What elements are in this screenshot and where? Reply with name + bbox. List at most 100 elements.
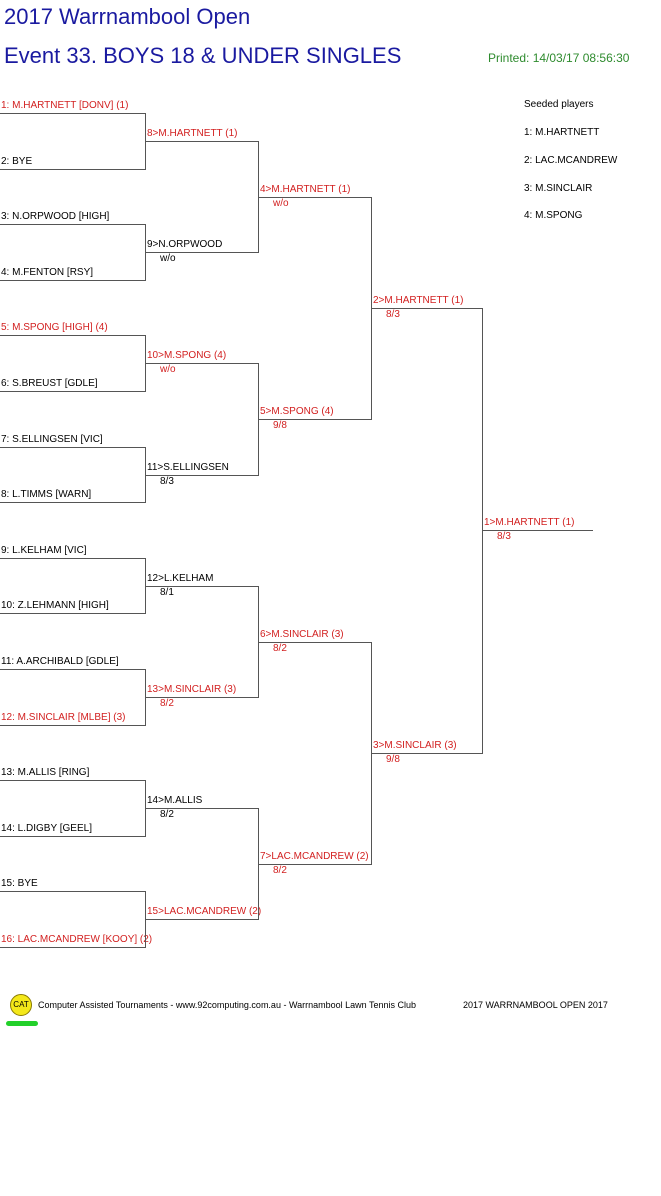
player-entry: 1: M.HARTNETT [DONV] (1) — [1, 100, 129, 111]
semifinal-match-winner: 2>M.HARTNETT (1) — [373, 295, 464, 306]
seed-2: 2: LAC.MCANDREW — [524, 155, 618, 166]
round2-match-winner: 13>M.SINCLAIR (3) — [147, 684, 237, 695]
draw-line-line — [0, 947, 146, 948]
round2-match-winner: 15>LAC.MCANDREW (2) — [147, 906, 262, 917]
player-entry: 8: L.TIMMS [WARN] — [1, 489, 92, 500]
bracket-connector — [258, 363, 259, 476]
player-entry: 6: S.BREUST [GDLE] — [1, 378, 98, 389]
player-entry: 3: N.ORPWOOD [HIGH] — [1, 211, 110, 222]
draw-line-line — [0, 613, 146, 614]
bracket-connector — [145, 891, 146, 948]
final-match-line — [483, 530, 593, 531]
bracket-connector — [145, 113, 146, 170]
round3-match-winner: 7>LAC.MCANDREW (2) — [260, 851, 369, 862]
player-entry: 16: LAC.MCANDREW [KOOY] (2) — [1, 934, 153, 945]
draw-line-line — [0, 669, 146, 670]
draw-line-line — [0, 725, 146, 726]
round3-match-line — [259, 197, 372, 198]
round2-match-score: 8/2 — [160, 698, 174, 709]
round3-match-line — [259, 419, 372, 420]
round2-match-winner: 14>M.ALLIS — [147, 795, 203, 806]
bracket-connector — [145, 780, 146, 837]
player-entry: 14: L.DIGBY [GEEL] — [1, 823, 92, 834]
bracket-connector — [371, 197, 372, 420]
round3-match-winner: 6>M.SINCLAIR (3) — [260, 629, 344, 640]
draw-line-line — [0, 780, 146, 781]
round2-match-line — [146, 475, 259, 476]
footer-event: 2017 WARRNAMBOOL OPEN 2017 — [463, 1000, 608, 1010]
player-entry: 5: M.SPONG [HIGH] (4) — [1, 322, 108, 333]
bracket-connector — [258, 586, 259, 698]
player-entry: 2: BYE — [1, 156, 33, 167]
round2-match-winner: 11>S.ELLINGSEN — [147, 462, 229, 473]
seed-4: 4: M.SPONG — [524, 210, 583, 221]
round3-match-score: 9/8 — [273, 420, 287, 431]
player-entry: 10: Z.LEHMANN [HIGH] — [1, 600, 109, 611]
round2-match-winner: 8>M.HARTNETT (1) — [147, 128, 238, 139]
final-match-winner: 1>M.HARTNETT (1) — [484, 517, 575, 528]
bracket-connector — [258, 141, 259, 253]
player-entry: 12: M.SINCLAIR [MLBE] (3) — [1, 712, 126, 723]
round2-match-winner: 12>L.KELHAM — [147, 573, 214, 584]
round3-match-line — [259, 864, 372, 865]
bracket-connector — [145, 447, 146, 503]
semifinal-match-score: 9/8 — [386, 754, 400, 765]
bracket-connector — [482, 308, 483, 754]
draw-line-line — [0, 891, 146, 892]
player-entry: 13: M.ALLIS [RING] — [1, 767, 90, 778]
tournament-title: 2017 Warrnambool Open — [4, 4, 251, 29]
draw-line-line — [0, 224, 146, 225]
round2-match-line — [146, 919, 259, 920]
draw-line-line — [0, 280, 146, 281]
round2-match-line — [146, 141, 259, 142]
draw-line-line — [0, 391, 146, 392]
semifinal-match-winner: 3>M.SINCLAIR (3) — [373, 740, 457, 751]
round2-match-line — [146, 697, 259, 698]
round2-match-line — [146, 363, 259, 364]
round2-match-score: 8/2 — [160, 809, 174, 820]
semifinal-match-score: 8/3 — [386, 309, 400, 320]
bracket-connector — [258, 808, 259, 920]
printed-timestamp: Printed: 14/03/17 08:56:30 — [488, 51, 630, 65]
round2-match-line — [146, 586, 259, 587]
semifinal-match-line — [372, 308, 483, 309]
draw-line-line — [0, 558, 146, 559]
bracket-connector — [145, 224, 146, 281]
round2-match-winner: 10>M.SPONG (4) — [147, 350, 227, 361]
round2-match-score: w/o — [160, 364, 176, 375]
round3-match-score: 8/2 — [273, 865, 287, 876]
seed-3: 3: M.SINCLAIR — [524, 183, 593, 194]
round2-match-score: 8/3 — [160, 476, 174, 487]
cat-logo-underline — [6, 1021, 38, 1026]
round2-match-score: 8/1 — [160, 587, 174, 598]
player-entry: 9: L.KELHAM [VIC] — [1, 545, 87, 556]
round3-match-winner: 5>M.SPONG (4) — [260, 406, 334, 417]
player-entry: 11: A.ARCHIBALD [GDLE] — [1, 656, 119, 667]
semifinal-match-line — [372, 753, 483, 754]
bracket-connector — [145, 335, 146, 392]
cat-logo-text: CAT — [13, 1000, 29, 1009]
draw-line-line — [0, 447, 146, 448]
footer-credit[interactable]: Computer Assisted Tournaments - www.92co… — [38, 1000, 417, 1010]
draw-line-line — [0, 335, 146, 336]
final-match-score: 8/3 — [497, 531, 511, 542]
draw-line-line — [0, 502, 146, 503]
player-entry: 15: BYE — [1, 878, 38, 889]
seed-1: 1: M.HARTNETT — [524, 127, 600, 138]
player-entry: 7: S.ELLINGSEN [VIC] — [1, 434, 103, 445]
draw-line-line — [0, 113, 146, 114]
bracket-connector — [145, 669, 146, 726]
round3-match-score: w/o — [273, 198, 289, 209]
round3-match-winner: 4>M.HARTNETT (1) — [260, 184, 351, 195]
round2-match-score: w/o — [160, 253, 176, 264]
round2-match-line — [146, 808, 259, 809]
cat-logo-icon: CAT — [10, 994, 32, 1016]
bracket-connector — [145, 558, 146, 614]
draw-line-line — [0, 169, 146, 170]
round2-match-winner: 9>N.ORPWOOD — [147, 239, 223, 250]
round2-match-line — [146, 252, 259, 253]
draw-line-line — [0, 836, 146, 837]
round3-match-line — [259, 642, 372, 643]
seeded-players-heading: Seeded players — [524, 99, 594, 110]
round3-match-score: 8/2 — [273, 643, 287, 654]
